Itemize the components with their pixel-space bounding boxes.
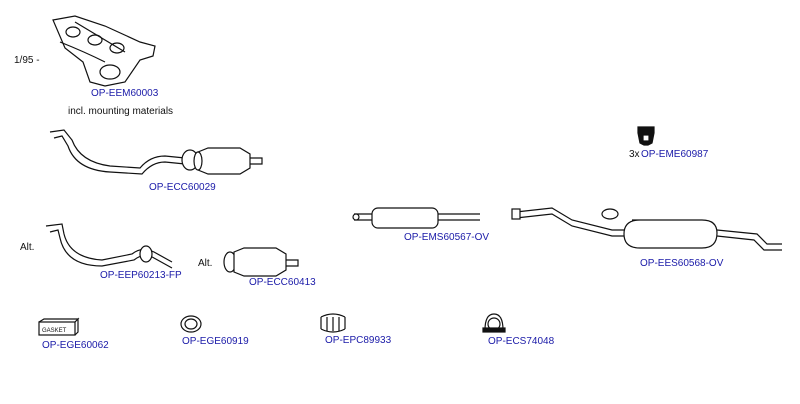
part-code-ecc60029[interactable]: OP-ECC60029	[149, 182, 216, 193]
u-bolt-clamp-icon[interactable]	[482, 312, 506, 334]
pipe-clamp-icon[interactable]	[318, 313, 350, 333]
alt-note-catalyst: Alt.	[198, 258, 213, 269]
alt-catalyst-icon[interactable]	[220, 240, 300, 280]
part-code-eep60213[interactable]: OP-EEP60213-FP	[100, 270, 182, 281]
alt-front-pipe-icon[interactable]	[42, 222, 182, 272]
front-pipe-catalyst-icon[interactable]	[49, 126, 270, 186]
gasket-box-text: GASKET	[42, 328, 67, 334]
part-code-ecs74048[interactable]: OP-ECS74048	[488, 336, 555, 347]
part-code-ees60568[interactable]: OP-EES60568-OV	[640, 258, 724, 269]
rear-silencer-icon[interactable]	[511, 200, 792, 260]
part-code-ege60919[interactable]: OP-EGE60919	[182, 336, 249, 347]
part-code-epc89933[interactable]: OP-EPC89933	[325, 335, 392, 346]
part-code-eme60987[interactable]: OP-EME60987	[641, 149, 709, 160]
middle-silencer-icon[interactable]	[350, 204, 490, 234]
alt-note-frontpipe: Alt.	[20, 242, 35, 253]
gasket-kit-icon[interactable]: GASKET	[38, 317, 80, 336]
rubber-mount-icon[interactable]	[634, 125, 658, 147]
part-code-eem60003[interactable]: OP-EEM60003	[91, 88, 159, 99]
date-note: 1/95 -	[14, 55, 40, 66]
quantity-note: 3x	[629, 149, 640, 160]
exhaust-manifold-icon[interactable]	[45, 12, 165, 92]
sealing-ring-icon[interactable]	[180, 314, 204, 334]
part-code-ecc60413[interactable]: OP-ECC60413	[249, 277, 316, 288]
part-code-ege60062[interactable]: OP-EGE60062	[42, 340, 109, 351]
part-code-ems60567[interactable]: OP-EMS60567-OV	[404, 232, 490, 243]
mounting-materials-note: incl. mounting materials	[68, 106, 174, 117]
